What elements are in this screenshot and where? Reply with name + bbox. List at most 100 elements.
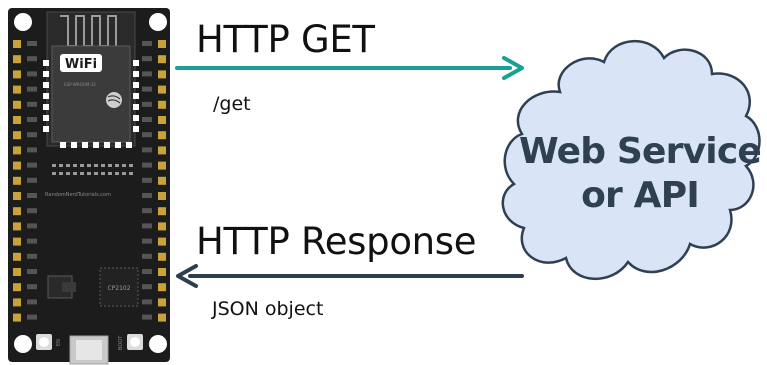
pin-header-right bbox=[142, 40, 166, 322]
pin-left bbox=[13, 116, 21, 124]
http-get-arrow-head bbox=[502, 56, 524, 80]
dotted-pad bbox=[122, 172, 126, 175]
module-pad-bottom bbox=[104, 142, 110, 148]
module-pad-bottom bbox=[82, 142, 88, 148]
dotted-pad bbox=[115, 172, 119, 175]
pin-label-right bbox=[142, 223, 152, 229]
pin-label-left bbox=[27, 238, 37, 244]
dotted-pad bbox=[87, 172, 91, 175]
pin-left bbox=[13, 161, 21, 170]
module-pad-left bbox=[43, 82, 49, 88]
pin-right bbox=[158, 298, 166, 307]
pin-left bbox=[13, 207, 21, 216]
module-pad-right bbox=[133, 93, 139, 99]
module-pad-right bbox=[133, 82, 139, 88]
pin-left bbox=[13, 85, 21, 94]
module-pad-bottom bbox=[126, 142, 132, 148]
pin-label-right bbox=[142, 177, 152, 183]
pin-left bbox=[13, 55, 21, 64]
pin-label-right bbox=[142, 86, 152, 92]
module-pad-left bbox=[43, 71, 49, 77]
module-pad-left bbox=[43, 60, 49, 66]
dotted-pad bbox=[108, 164, 112, 167]
pin-label-left bbox=[27, 269, 37, 274]
pin-right bbox=[158, 207, 166, 216]
mount-hole-tr bbox=[149, 13, 167, 31]
module-pad-bottom bbox=[93, 142, 99, 148]
dotted-pad bbox=[101, 172, 105, 175]
pin-left bbox=[13, 192, 21, 200]
dotted-pad bbox=[87, 164, 91, 167]
pin-left bbox=[13, 252, 21, 261]
pin-right bbox=[158, 268, 166, 276]
http-response-arrow-head bbox=[176, 264, 198, 288]
pin-label-right bbox=[142, 269, 152, 274]
boot-button-label: BOOT bbox=[118, 335, 124, 350]
get-path-label: /get bbox=[213, 93, 251, 115]
usb-uart-chip bbox=[99, 267, 139, 307]
module-pad-left bbox=[43, 104, 49, 110]
dotted-pad bbox=[52, 164, 56, 167]
pin-right bbox=[158, 283, 166, 292]
pin-label-right bbox=[142, 238, 152, 244]
pin-left bbox=[13, 283, 21, 292]
module-pad-right bbox=[133, 115, 139, 121]
module-pad-right bbox=[133, 60, 139, 66]
pin-label-right bbox=[142, 132, 152, 138]
pin-left bbox=[13, 146, 21, 155]
pin-left bbox=[13, 40, 21, 48]
module-label: ESP-WROOM-32 bbox=[64, 82, 96, 87]
pin-right bbox=[158, 100, 166, 109]
vendor-text: RandomNerdTutorials.com bbox=[45, 192, 111, 198]
http-response-label: HTTP Response bbox=[196, 220, 477, 263]
pin-label-left bbox=[27, 117, 37, 122]
dotted-pad bbox=[80, 164, 84, 167]
dotted-pad bbox=[101, 164, 105, 167]
pin-label-right bbox=[142, 193, 152, 198]
pin-left bbox=[13, 100, 21, 109]
pin-label-right bbox=[142, 314, 152, 320]
cloud-shape bbox=[501, 40, 761, 280]
pin-right bbox=[158, 131, 166, 140]
mount-hole-br bbox=[149, 335, 167, 353]
dotted-pad bbox=[122, 164, 126, 167]
pin-right bbox=[158, 252, 166, 261]
pin-left bbox=[13, 298, 21, 307]
mount-hole-tl bbox=[14, 13, 32, 31]
pin-label-left bbox=[27, 147, 37, 153]
pin-label-left bbox=[27, 253, 37, 259]
pin-right bbox=[158, 85, 166, 94]
dotted-pad bbox=[66, 172, 70, 175]
pin-right bbox=[158, 55, 166, 64]
pin-label-left bbox=[27, 71, 37, 77]
module-pad-bottom bbox=[71, 142, 77, 148]
dotted-pad bbox=[108, 172, 112, 175]
dotted-pad bbox=[59, 172, 63, 175]
cloud-line-2: or API bbox=[581, 175, 700, 216]
pin-right bbox=[158, 70, 166, 79]
pin-label-right bbox=[142, 71, 152, 77]
wifi-logo-text: WiFi bbox=[65, 57, 97, 72]
pin-label-right bbox=[142, 253, 152, 259]
pin-label-left bbox=[27, 314, 37, 320]
module-pad-right bbox=[133, 71, 139, 77]
pin-label-left bbox=[27, 162, 37, 168]
dotted-pad-row bbox=[52, 164, 133, 175]
pin-label-left bbox=[27, 177, 37, 183]
dotted-pad bbox=[73, 172, 77, 175]
pin-left bbox=[13, 131, 21, 140]
module-pad-bottom bbox=[115, 142, 121, 148]
pin-label-right bbox=[142, 147, 152, 153]
dotted-pad bbox=[52, 172, 56, 175]
pin-left bbox=[13, 268, 21, 276]
wifi-badge bbox=[60, 54, 102, 72]
pin-left bbox=[13, 237, 21, 246]
pin-label-right bbox=[142, 208, 152, 214]
pin-right bbox=[158, 116, 166, 124]
pin-label-left bbox=[27, 223, 37, 229]
pin-right bbox=[158, 146, 166, 155]
pin-right bbox=[158, 40, 166, 48]
module-pad-left bbox=[43, 126, 49, 132]
